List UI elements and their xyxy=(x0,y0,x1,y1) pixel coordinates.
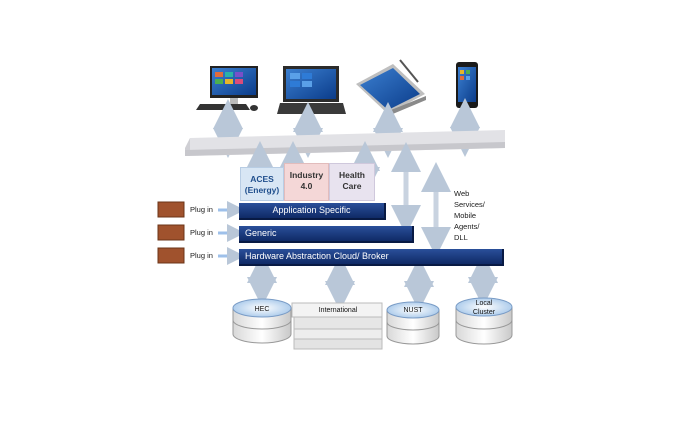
module-health-care: Health Care xyxy=(329,163,375,201)
db-local-line1: Local xyxy=(475,300,493,307)
layer-hardware-abstraction: Hardware Abstraction Cloud/ Broker xyxy=(239,249,504,266)
tablet-with-pen-icon xyxy=(356,59,426,116)
laptop-icon xyxy=(277,66,346,114)
plugin-boxes xyxy=(157,201,185,264)
db-label-nust: NUST xyxy=(403,307,423,314)
web-services-note: Web Services/ Mobile Agents/ DLL xyxy=(454,188,514,243)
database-hec xyxy=(232,298,292,344)
all-in-one-pc-icon xyxy=(196,66,258,111)
db-label-international: International xyxy=(318,307,358,314)
db-label-hec: HEC xyxy=(254,306,270,313)
plugin-label-1: Plug in xyxy=(190,205,213,214)
plugin-label-3: Plug in xyxy=(190,251,213,260)
module-aces: ACES (Energy) xyxy=(240,167,284,201)
note-line-5: DLL xyxy=(454,233,468,242)
database-nust xyxy=(386,301,440,345)
integration-platform xyxy=(185,130,505,156)
module-aces-label: ACES (Energy) xyxy=(244,174,280,195)
database-local-cluster xyxy=(455,297,513,345)
layer-hardware-label: Hardware Abstraction Cloud/ Broker xyxy=(245,251,389,261)
note-line-3: Mobile xyxy=(454,211,477,220)
plugin-label-2: Plug in xyxy=(190,228,213,237)
note-line-1: Web xyxy=(454,189,470,198)
db-label-local-cluster: Local Cluster xyxy=(462,299,506,317)
plugin-arrows xyxy=(218,201,245,265)
module-health-line1: Health xyxy=(339,170,365,180)
module-industry-line2: 4.0 xyxy=(300,181,313,191)
note-line-4: Agents/ xyxy=(454,222,480,231)
layer-generic-label: Generic xyxy=(245,228,277,238)
database-arrows xyxy=(247,253,498,311)
layer-generic: Generic xyxy=(239,226,414,243)
module-industry: Industry 4.0 xyxy=(284,163,329,201)
db-local-line2: Cluster xyxy=(472,309,496,316)
database-international xyxy=(291,302,383,350)
note-line-2: Services/ xyxy=(454,200,485,209)
layer-application-specific: Application Specific xyxy=(239,203,386,220)
smartphone-icon xyxy=(456,62,478,108)
module-industry-line1: Industry xyxy=(289,170,324,180)
module-health-line2: Care xyxy=(342,181,362,191)
layer-application-label: Application Specific xyxy=(272,205,351,215)
